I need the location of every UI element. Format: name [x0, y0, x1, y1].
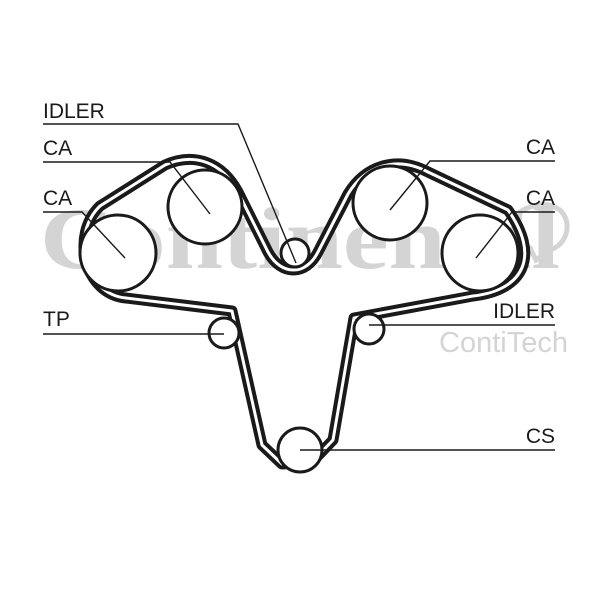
leader-ca-left-upper: [43, 161, 211, 215]
belt: [78, 153, 531, 470]
leader-idler-top: [43, 123, 297, 264]
label-ca-left-upper: CA: [43, 137, 72, 160]
watermark-division: ContiTech: [439, 327, 568, 359]
label-idler-top: IDLER: [43, 100, 105, 123]
tensioner-pulley: [207, 316, 241, 350]
leader-lines: [43, 123, 555, 451]
idler-pulley-right: [352, 312, 386, 346]
label-idler-right: IDLER: [493, 300, 555, 323]
leader-ca-left-lower: [43, 211, 126, 259]
label-cs: CS: [526, 425, 555, 448]
belt-inner-edge: [82, 157, 527, 466]
callout-labels: IDLER CA CA TP CA CA IDLER CS: [43, 100, 555, 448]
idler-pulley-top: [279, 237, 311, 269]
label-tp: TP: [43, 308, 70, 331]
camshaft-pulley-right-inner: [351, 164, 429, 242]
pulleys: [78, 164, 520, 474]
label-ca-left-lower: CA: [43, 187, 72, 210]
camshaft-pulley-left-outer: [78, 213, 158, 293]
label-ca-right-lower: CA: [526, 187, 555, 210]
leader-ca-right-lower: [475, 211, 555, 259]
leader-ca-right-upper: [389, 160, 555, 211]
label-ca-right-upper: CA: [526, 136, 555, 159]
